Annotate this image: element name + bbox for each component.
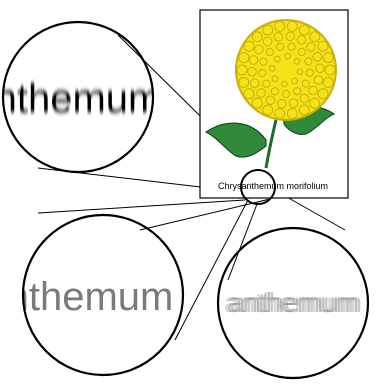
zoom-text-blurred: nthemum bbox=[0, 77, 161, 121]
connector-line bbox=[228, 204, 257, 280]
connector-line bbox=[38, 200, 245, 213]
caption-text: Chrysanthemum morifolium bbox=[218, 181, 328, 191]
zoom-blurred-content: nthemum bbox=[0, 77, 161, 121]
connector-line bbox=[175, 200, 248, 340]
connector-line bbox=[140, 199, 270, 230]
zoom-text-aliased-3: anthemum bbox=[224, 287, 356, 318]
zoom-aliased-content: anthemum anthemum anthemum bbox=[224, 287, 362, 318]
zoom-clean-content: nthemum bbox=[7, 275, 174, 319]
zoom-text-clean: nthemum bbox=[7, 275, 174, 319]
